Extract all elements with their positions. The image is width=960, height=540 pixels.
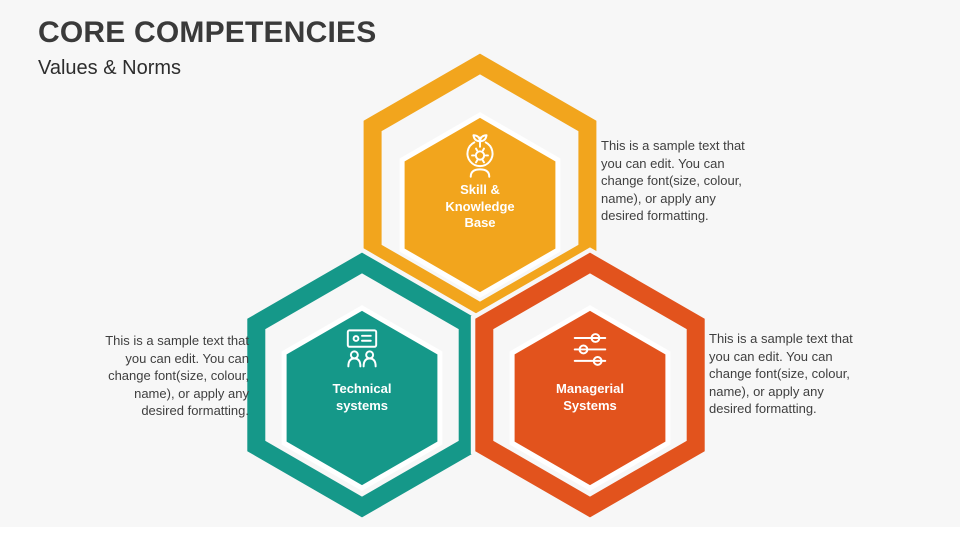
technical-hexagon-ring: [247, 252, 477, 518]
technical-hexagon: [281, 305, 443, 491]
skill-hexagon: [399, 112, 561, 298]
head-knowledge-icon: [466, 134, 494, 178]
bottom-strip: [0, 527, 960, 540]
slide-title: CORE COMPETENCIES: [38, 16, 377, 49]
sample-text-bottom-right: This is a sample text that you can edit.…: [709, 331, 853, 416]
managerial-hexagon-label: Managerial Systems: [556, 381, 624, 413]
sample-text-top-right: This is a sample text that you can edit.…: [601, 138, 745, 223]
managerial-hexagon-ring: [475, 252, 705, 518]
sample-text-bottom-left: This is a sample text that you can edit.…: [105, 333, 249, 418]
managerial-hexagon: [509, 305, 671, 491]
slide-subtitle: Values & Norms: [38, 57, 182, 79]
sliders-icon: [573, 333, 607, 366]
skill-hexagon-label: Skill & Knowledge Base: [445, 182, 515, 230]
technical-hexagon-label: Technical systems: [332, 381, 392, 413]
presentation-team-icon: [346, 329, 378, 368]
